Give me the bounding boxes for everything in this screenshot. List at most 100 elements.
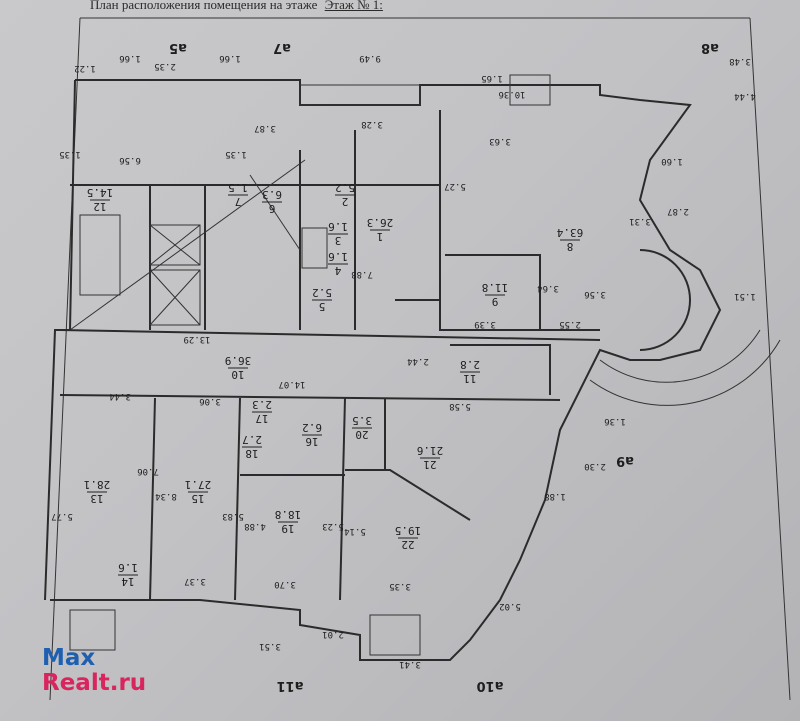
dimension-label: 3.44 — [109, 391, 131, 401]
room-area: 3.5 — [352, 414, 372, 427]
stairs — [69, 74, 551, 656]
walls — [44, 79, 781, 661]
dimension-label: 3.37 — [184, 576, 206, 586]
dimension-label: 1.66 — [119, 53, 141, 63]
axis-marker: а9 — [616, 453, 634, 468]
dimension-label: 2.01 — [322, 629, 344, 639]
dimension-label: 1.88 — [544, 491, 566, 501]
room-labels: 126.325.231.641.655.266.371.5863.4911.81… — [84, 181, 584, 588]
room-label: 172.3 — [252, 398, 272, 425]
room-number: 15 — [191, 492, 204, 505]
room-number: 19 — [281, 522, 294, 535]
room-number: 9 — [492, 295, 499, 308]
room-number: 16 — [305, 435, 318, 448]
dimension-label: 1.65 — [481, 73, 503, 83]
dimension-label: 3.35 — [389, 581, 411, 591]
dimension-label: 8.34 — [155, 491, 177, 501]
room-label: 166.2 — [302, 421, 322, 448]
room-area: 5.2 — [335, 181, 355, 194]
room-label: 863.4 — [556, 226, 583, 253]
dimension-label: 1.35 — [225, 149, 247, 159]
dimension-label: 5.02 — [499, 601, 521, 611]
room-number: 18 — [245, 447, 258, 460]
room-label: 203.5 — [352, 414, 372, 441]
dimension-label: 5.23 — [322, 521, 344, 531]
room-number: 12 — [93, 200, 106, 213]
dimension-label: 1.66 — [219, 53, 241, 63]
room-number: 20 — [355, 428, 368, 441]
dimension-label: 4.44 — [734, 91, 756, 101]
room-number: 4 — [334, 264, 341, 277]
dimension-label: 3.48 — [729, 56, 751, 66]
watermark-line2: Realt.ru — [42, 670, 147, 696]
room-area: 5.2 — [312, 286, 332, 299]
room-label: 182.7 — [242, 433, 262, 460]
axis-marker: а11 — [277, 678, 304, 693]
room-label: 25.2 — [335, 181, 355, 208]
dimension-label: 3.41 — [399, 659, 421, 669]
dimension-label: 7.06 — [137, 466, 159, 476]
room-number: 22 — [401, 538, 414, 551]
room-area: 2.8 — [460, 358, 480, 371]
dimension-label: 1.36 — [604, 416, 626, 426]
dimension-label: 3.51 — [259, 641, 281, 651]
room-area: 2.3 — [252, 398, 272, 411]
dimension-label: 2.30 — [584, 461, 606, 471]
room-number: 7 — [235, 195, 242, 208]
room-number: 14 — [121, 575, 135, 588]
room-label: 141.6 — [118, 561, 138, 588]
dimension-label: 3.87 — [254, 123, 276, 133]
dimension-label: 3.64 — [537, 283, 559, 293]
dimension-label: 6.56 — [119, 155, 141, 165]
room-number: 5 — [319, 300, 326, 313]
dimension-label: 3.70 — [274, 579, 296, 589]
room-label: 126.3 — [367, 216, 394, 243]
plan-title-text: План расположения помещения на этаже — [90, 0, 318, 12]
room-label: 112.8 — [460, 358, 480, 385]
room-area: 18.8 — [275, 508, 302, 521]
dimension-label: 3.06 — [199, 396, 221, 406]
room-area: 14.5 — [87, 186, 114, 199]
room-label: 66.3 — [262, 188, 282, 215]
room-number: 17 — [255, 412, 268, 425]
dimension-label: 3.31 — [629, 216, 651, 226]
dimension-label: 1.51 — [734, 291, 756, 301]
room-number: 11 — [463, 372, 476, 385]
dimension-label: 10.36 — [498, 89, 525, 99]
elevator-shafts — [149, 224, 328, 326]
dimension-label: 2.55 — [559, 319, 581, 329]
room-area: 2.7 — [242, 433, 262, 446]
room-area: 28.1 — [84, 478, 111, 491]
room-label: 41.6 — [328, 250, 348, 277]
dimension-label: 9.49 — [359, 53, 381, 63]
dimension-label: 2.87 — [667, 206, 689, 216]
room-area: 1.6 — [118, 561, 138, 574]
room-area: 6.3 — [262, 188, 282, 201]
dimension-label: 5.14 — [344, 526, 366, 536]
dimension-label: 3.63 — [489, 136, 511, 146]
dimension-label: 3.28 — [361, 119, 383, 129]
room-area: 1.6 — [328, 250, 348, 263]
dimension-label: 1.35 — [59, 149, 81, 159]
room-area: 21.6 — [417, 444, 444, 457]
dimension-label: 5.77 — [51, 511, 73, 521]
room-area: 63.4 — [556, 226, 583, 239]
axis-marker: а8 — [701, 40, 719, 55]
room-number: 6 — [269, 202, 276, 215]
dimension-label: 4.88 — [244, 521, 266, 531]
room-area: 11.8 — [482, 281, 509, 294]
dimension-label: 3.39 — [474, 319, 496, 329]
room-number: 13 — [90, 492, 103, 505]
room-label: 55.2 — [312, 286, 332, 313]
frame — [49, 17, 791, 701]
floor-label: Этаж № 1: — [324, 0, 383, 12]
room-area: 19.5 — [395, 524, 422, 537]
room-number: 2 — [342, 195, 349, 208]
